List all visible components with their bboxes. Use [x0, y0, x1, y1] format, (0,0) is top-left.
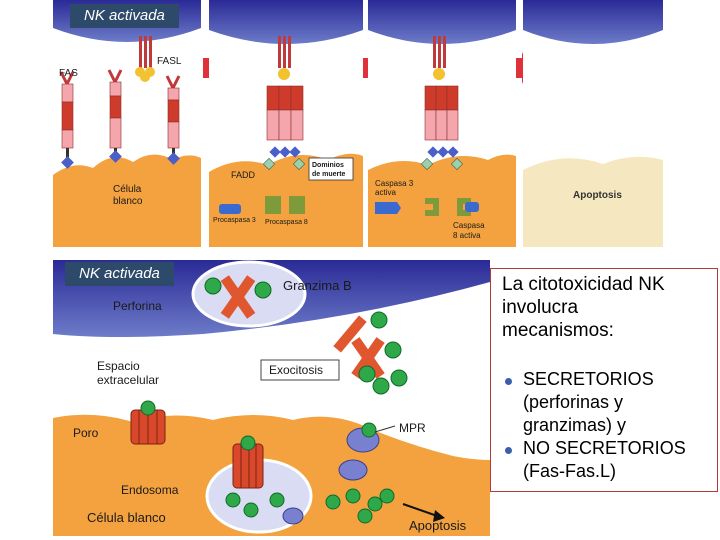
caspase8-label: 8 activa [453, 231, 481, 240]
nk-activated-label: NK activada [70, 4, 179, 28]
granzyme-molecule [390, 369, 408, 387]
caspase8-label: Caspasa [453, 221, 485, 230]
endosome-label: Endosoma [121, 483, 179, 497]
target-cell-membrane [53, 154, 201, 247]
panel-4: Apoptosis [523, 0, 663, 247]
granzyme-molecule [325, 494, 341, 510]
bullet-icon [505, 447, 512, 454]
perforin-pore [232, 435, 264, 489]
fas-pathway-diagram: FAS FASL Célula blanco [53, 0, 663, 247]
granzyme-molecule [372, 377, 390, 395]
granzyme-molecule [254, 281, 272, 299]
granzyme-molecule [269, 492, 285, 508]
target-cell-label: Célula blanco [87, 510, 166, 525]
granzyme-molecule [345, 488, 361, 504]
apoptosis-label: Apoptosis [573, 190, 622, 201]
panel-2: Dominios de muerte FADD Procaspasa 3 Pro… [209, 0, 363, 247]
granzyme-molecule [225, 492, 241, 508]
panel-3: Caspasa 3 activa Caspasa 8 activa [368, 0, 516, 247]
mechanism-list: SECRETORIOS (perforinas y granzimas) y N… [499, 368, 709, 483]
perforin-molecule [220, 275, 256, 319]
nk-activated-label: NK activada [65, 262, 174, 286]
fas-receptor [107, 69, 123, 163]
list-item: SECRETORIOS (perforinas y granzimas) y [499, 368, 709, 437]
granzyme-molecule [243, 502, 259, 518]
fas-label: FAS [59, 68, 78, 79]
granzyme-molecule [384, 341, 402, 359]
fas-fasl-complex [219, 36, 306, 214]
extracellular-space-label: Espacio [97, 359, 140, 373]
procaspase3-label: Procaspasa 3 [213, 217, 256, 224]
exocytosis-box [260, 359, 340, 381]
caspase3-label: activa [375, 188, 396, 197]
target-cell-label: blanco [113, 196, 143, 207]
panel-1: FAS FASL Célula blanco [53, 0, 201, 247]
pore-label: Poro [73, 426, 99, 440]
granzyme-molecule [379, 488, 395, 504]
apoptosis-label: Apoptosis [409, 518, 467, 533]
fas-receptor [59, 71, 75, 169]
bullet-icon [505, 378, 512, 385]
summary-title: La citotoxicidad NK involucra mecanismos… [502, 274, 665, 341]
granzyme-molecule [357, 508, 373, 524]
perforin-molecule [351, 337, 385, 379]
granzyme-molecule [358, 365, 376, 383]
granzyme-molecule [204, 277, 222, 295]
perforin-pore [130, 400, 166, 445]
death-domains-label: Dominios [312, 162, 344, 169]
death-domains-label: de muerte [312, 171, 346, 178]
mpr-receptor [338, 422, 396, 481]
perforin-label: Perforina [113, 299, 162, 313]
caspase3-label: Caspasa 3 [375, 179, 414, 188]
granzyme-pathway-diagram: Granzima B Perforina Espacio extracelula… [53, 260, 490, 536]
granzyme-molecule [370, 311, 388, 329]
extracellular-space-label: extracelular [97, 373, 159, 387]
granzyme-b-label: Granzima B [283, 278, 352, 293]
fas-receptor [165, 75, 181, 165]
granzyme-molecule [367, 496, 383, 512]
perforin-molecule [333, 315, 367, 353]
mpr-label: MPR [399, 421, 426, 435]
procaspase8-label: Procaspasa 8 [265, 219, 308, 226]
list-item: NO SECRETORIOS (Fas-Fas.L) [499, 437, 709, 483]
target-cell-label: Célula [113, 184, 142, 195]
step-arrow-icon [516, 52, 529, 84]
cytotoxic-granule [191, 260, 307, 328]
fasl-label: FASL [157, 56, 182, 67]
fadd-label: FADD [231, 170, 256, 180]
fas-fasl-complex [375, 36, 479, 216]
exocytosis-label: Exocitosis [269, 363, 323, 377]
fasl-ligand [135, 36, 155, 82]
summary-textbox: La citotoxicidad NK involucra mecanismos… [490, 268, 718, 492]
